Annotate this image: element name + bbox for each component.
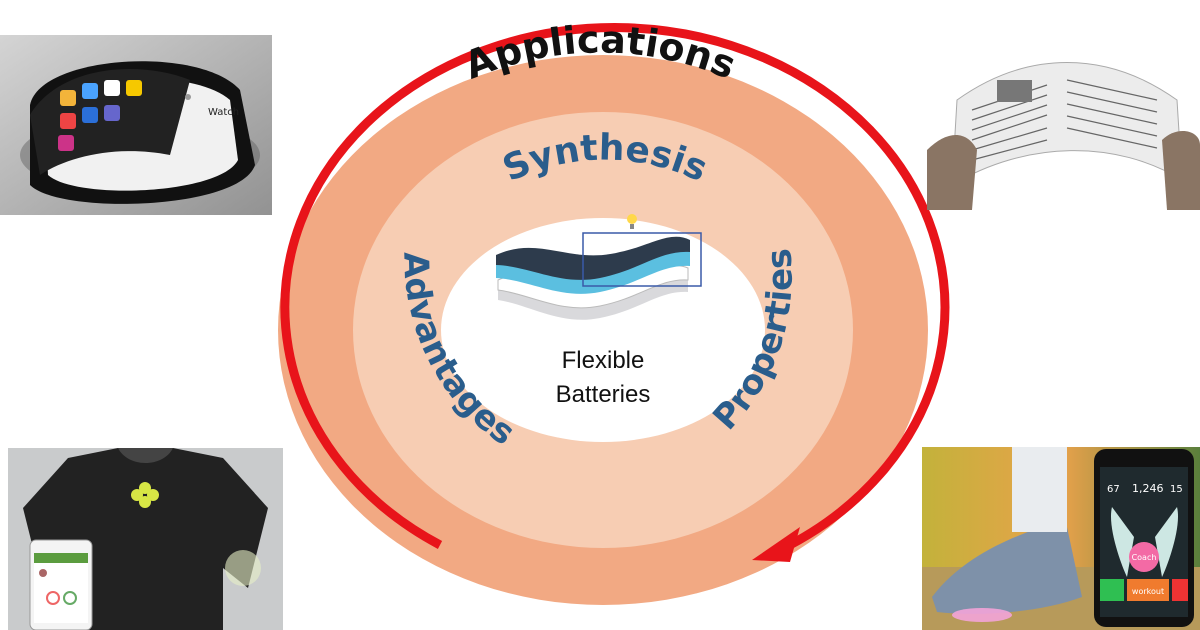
smart-shoe-image: 67 1,246 15 Coach workout xyxy=(922,447,1200,630)
watch-brand-text: Watch xyxy=(208,107,239,118)
shoe-app-workout-button: workout xyxy=(1132,587,1164,596)
smart-shirt-image xyxy=(8,448,283,630)
shoe-app-stat-right: 15 xyxy=(1170,484,1183,495)
center-label-line1: Flexible xyxy=(562,347,645,374)
center-label-line2: Batteries xyxy=(556,381,651,408)
flexible-epaper-image xyxy=(927,40,1200,210)
flexible-battery-icon xyxy=(496,214,702,320)
shoe-app-coach-button: Coach xyxy=(1132,553,1157,562)
shoe-app-stat-mid: 1,246 xyxy=(1132,482,1164,495)
cycle-arrow xyxy=(280,23,950,555)
smartwatch-image: Watch xyxy=(0,35,272,215)
arrowhead-icon xyxy=(752,527,800,562)
shoe-app-stat-left: 67 xyxy=(1107,484,1120,495)
